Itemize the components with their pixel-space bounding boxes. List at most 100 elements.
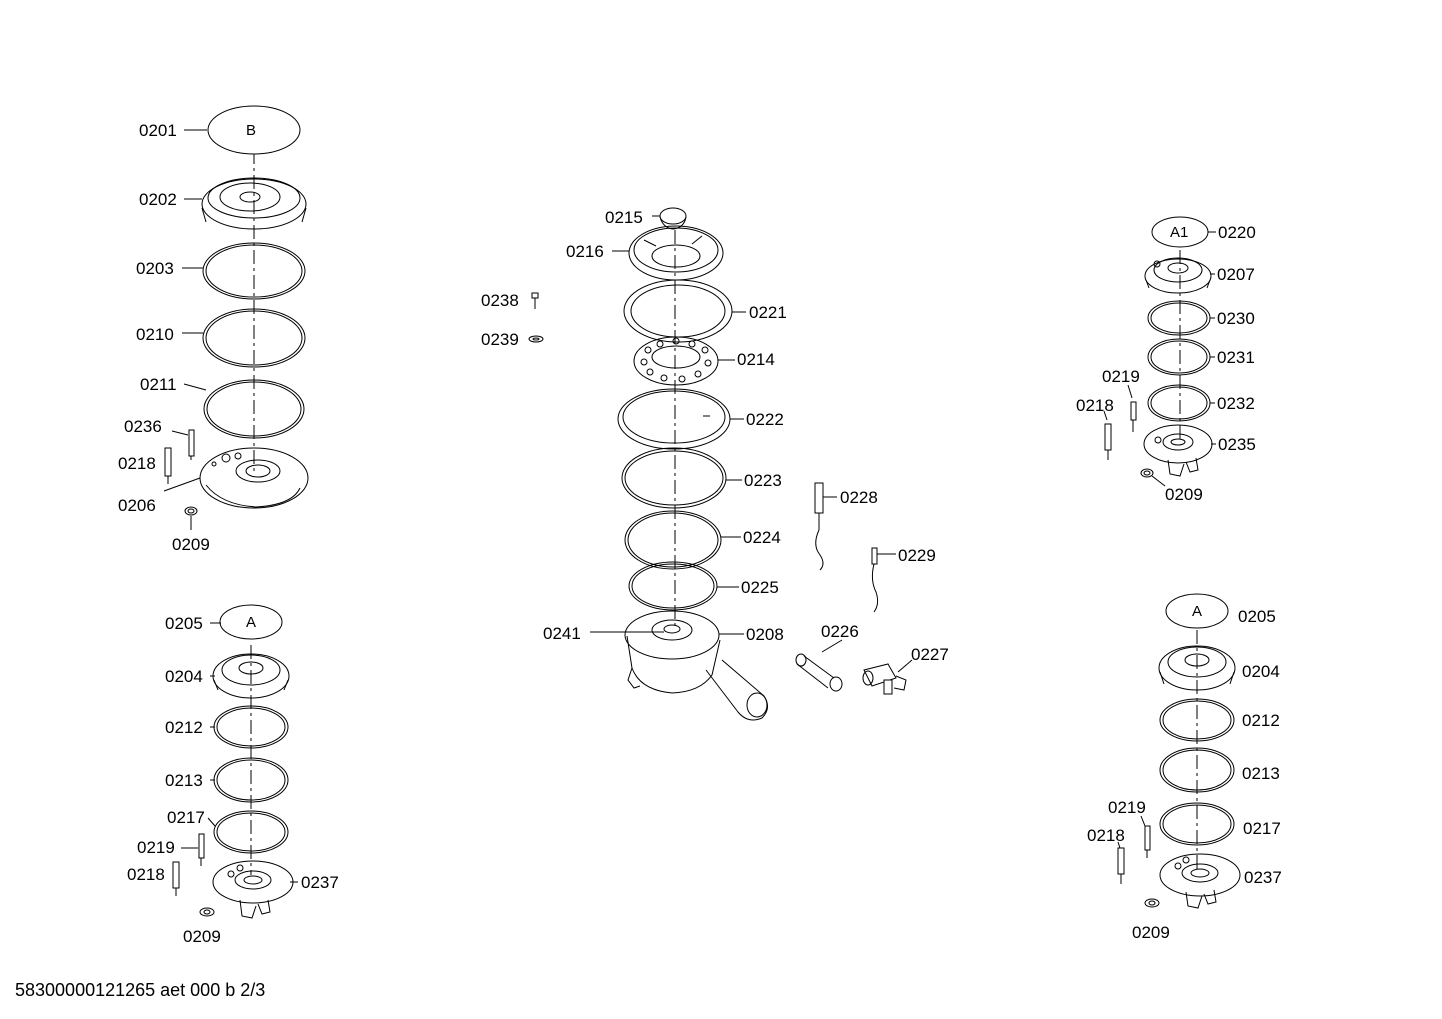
- label-0212: 0212: [1242, 711, 1280, 730]
- label-0220: 0220: [1218, 223, 1256, 242]
- label-0215: 0215: [605, 208, 643, 227]
- label-0224: 0224: [743, 528, 781, 547]
- fitting-0227[interactable]: [862, 663, 907, 695]
- label-0235: 0235: [1218, 435, 1256, 454]
- spark-plug-0218-right[interactable]: [1117, 847, 1125, 884]
- label-0219: 0219: [137, 838, 175, 857]
- flame-spreader-0214[interactable]: [633, 336, 719, 386]
- drawing-code: 58300000121265 aet 000 b 2/3: [15, 980, 266, 1000]
- thermocouple-0219-left[interactable]: [198, 833, 205, 866]
- burner-cap-b[interactable]: [207, 105, 301, 155]
- cap-letter-a-left: A: [246, 614, 256, 631]
- label-0212: 0212: [165, 718, 203, 737]
- thermocouple-0236[interactable]: [188, 429, 195, 460]
- label-0227: 0227: [911, 645, 949, 664]
- ring-0210[interactable]: [202, 308, 306, 368]
- label-0221: 0221: [749, 303, 787, 322]
- screw-0238[interactable]: [531, 292, 539, 309]
- washer-0209a[interactable]: [184, 506, 198, 516]
- burner-base-0237-right[interactable]: [1159, 853, 1241, 909]
- label-0236: 0236: [124, 417, 162, 436]
- ring-0225[interactable]: [628, 561, 718, 611]
- label-0213: 0213: [165, 771, 203, 790]
- label-0202: 0202: [139, 190, 177, 209]
- label-0241: 0241: [543, 624, 581, 643]
- cap-letter-b: B: [246, 122, 256, 139]
- label-0217: 0217: [167, 808, 205, 827]
- label-0209: 0209: [1165, 485, 1203, 504]
- crown-0216[interactable]: [628, 225, 724, 281]
- burner-crown-large[interactable]: [201, 177, 307, 230]
- burner-cap-a-left[interactable]: [219, 604, 283, 640]
- thermocouple-0228[interactable]: [814, 482, 824, 571]
- ring-0212-right[interactable]: [1159, 698, 1235, 742]
- spark-plug-0218a[interactable]: [164, 447, 172, 484]
- spark-plug-0218-left[interactable]: [172, 861, 180, 896]
- ring-0232[interactable]: [1147, 384, 1211, 422]
- label-0231: 0231: [1217, 348, 1255, 367]
- label-0211: 0211: [140, 375, 177, 394]
- washer-0209-right[interactable]: [1144, 898, 1160, 908]
- label-0209: 0209: [1132, 923, 1170, 942]
- label-0219: 0219: [1108, 798, 1146, 817]
- label-0204: 0204: [165, 667, 203, 686]
- label-0205: 0205: [1238, 607, 1276, 626]
- spark-electrode-0229[interactable]: [871, 547, 879, 613]
- ring-0224[interactable]: [624, 510, 722, 570]
- label-0218: 0218: [1076, 396, 1114, 415]
- label-0218: 0218: [118, 454, 156, 473]
- ring-0217-left[interactable]: [213, 810, 289, 854]
- burner-assembly-b: B: [118, 105, 309, 554]
- label-0218: 0218: [127, 865, 165, 884]
- washer-0209-a1[interactable]: [1140, 468, 1154, 478]
- ring-0231[interactable]: [1147, 338, 1211, 376]
- label-0205: 0205: [165, 614, 203, 633]
- burner-body-0208[interactable]: [624, 610, 768, 721]
- ring-0222[interactable]: [617, 388, 731, 450]
- ring-0230[interactable]: [1147, 300, 1211, 336]
- label-0209: 0209: [172, 535, 210, 554]
- label-0206: 0206: [118, 496, 156, 515]
- ring-0211[interactable]: [203, 379, 305, 439]
- ring-0213-right[interactable]: [1159, 747, 1235, 793]
- cap-letter-a-right: A: [1192, 603, 1202, 620]
- burner-crown-small-right[interactable]: [1158, 645, 1236, 691]
- label-0203: 0203: [136, 259, 174, 278]
- label-0208: 0208: [746, 625, 784, 644]
- burner-cap-a-right[interactable]: [1165, 593, 1229, 629]
- burner-assembly-wok: 0215 0216 0238 0239 0221 0214 0222 0223 …: [481, 207, 949, 721]
- label-0223: 0223: [744, 471, 782, 490]
- cap-0215[interactable]: [659, 207, 687, 225]
- label-0226: 0226: [821, 622, 859, 641]
- label-0214: 0214: [737, 350, 775, 369]
- washer-0209-left[interactable]: [199, 907, 215, 917]
- ring-0203[interactable]: [202, 242, 306, 300]
- spark-plug-0218-a1[interactable]: [1104, 423, 1112, 460]
- label-0209: 0209: [183, 927, 221, 946]
- label-0204: 0204: [1242, 662, 1280, 681]
- label-0219: 0219: [1102, 367, 1140, 386]
- cap-letter-a1: A1: [1170, 224, 1188, 241]
- label-0237: 0237: [301, 873, 339, 892]
- ring-0217-right[interactable]: [1159, 802, 1235, 846]
- label-0232: 0232: [1217, 394, 1255, 413]
- label-0237: 0237: [1244, 868, 1282, 887]
- label-0210: 0210: [136, 325, 174, 344]
- thermocouple-0219-right[interactable]: [1144, 825, 1151, 858]
- thermocouple-0219-a1[interactable]: [1130, 401, 1137, 432]
- ring-0221[interactable]: [623, 279, 733, 343]
- label-0228: 0228: [840, 488, 878, 507]
- label-0207: 0207: [1217, 265, 1255, 284]
- burner-crown-a1[interactable]: [1144, 257, 1212, 294]
- label-0217: 0217: [1243, 819, 1281, 838]
- burner-base-0235[interactable]: [1143, 424, 1213, 477]
- label-0201: 0201: [139, 121, 177, 140]
- injector-tube-0226[interactable]: [795, 653, 843, 692]
- burner-base-0237-left[interactable]: [212, 860, 294, 919]
- burner-assembly-a-right: A: [1087, 593, 1282, 942]
- label-0239: 0239: [481, 330, 519, 349]
- ring-0223[interactable]: [621, 447, 727, 509]
- burner-assembly-a1: A1: [1076, 216, 1256, 504]
- washer-0239[interactable]: [528, 335, 544, 343]
